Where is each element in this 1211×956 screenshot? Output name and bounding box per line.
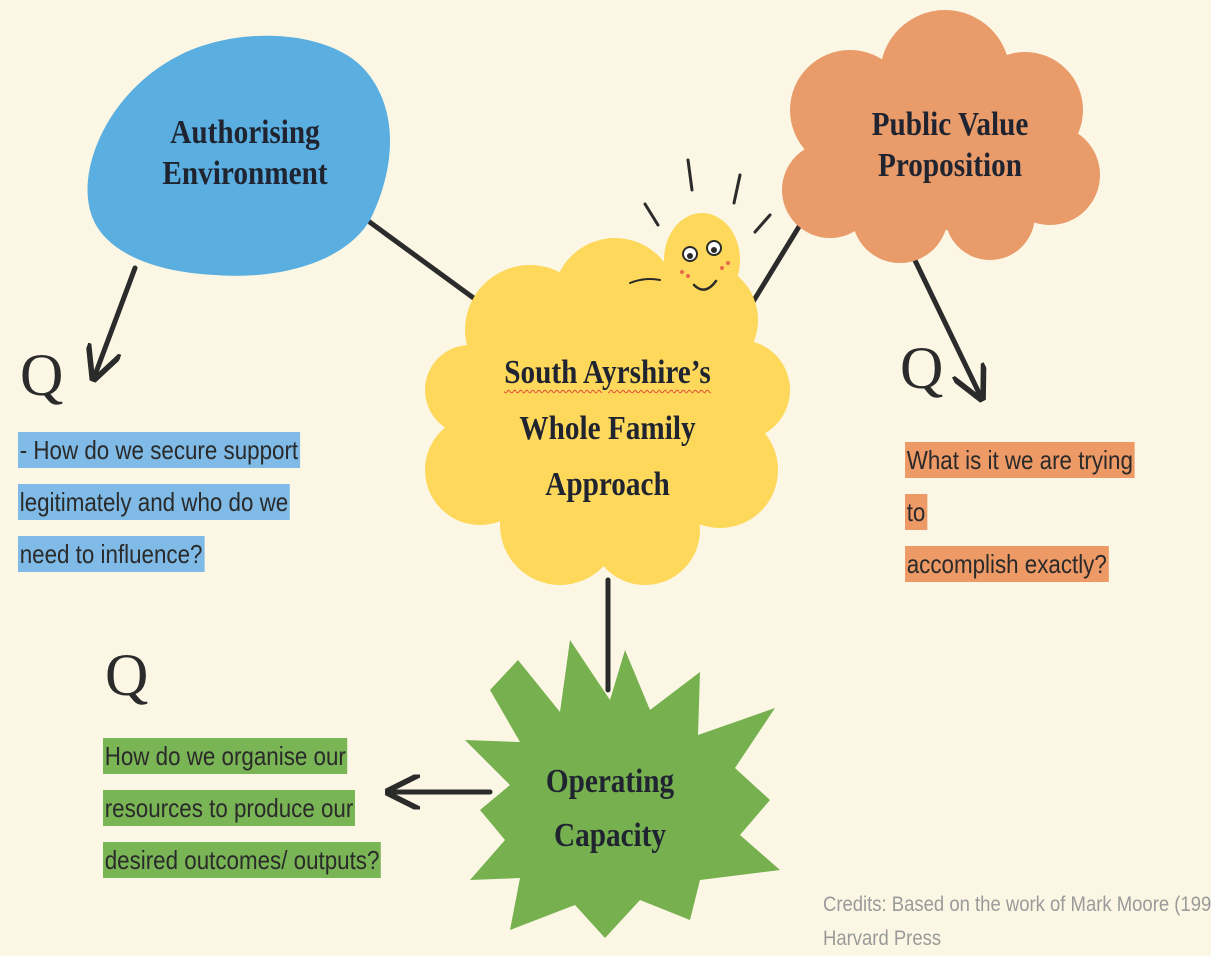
connector-authorising-center — [357, 212, 493, 313]
operating-starburst — [465, 640, 780, 938]
center-cloud — [425, 238, 790, 585]
operating-question-line1: How do we organise our — [103, 738, 348, 774]
operating-question-line3: desired outcomes/ outputs? — [103, 842, 382, 878]
authorising-q-mark: Q — [20, 342, 64, 408]
authorising-question-line3: need to influence? — [18, 536, 205, 572]
public-value-question-line2: accomplish exactly? — [905, 546, 1109, 582]
public-value-q-mark: Q — [900, 335, 944, 401]
public-value-cloud — [782, 10, 1100, 263]
credits-line1: Credits: Based on the work of Mark Moore… — [823, 893, 1211, 916]
center-title: South Ayrshire’s Whole Family Approach — [489, 345, 726, 513]
center-title-line1: South Ayrshire’s — [504, 354, 711, 391]
operating-question: How do we organise our resources to prod… — [103, 730, 382, 886]
arrow-publicvalue-question — [907, 247, 980, 395]
public-value-title-line2: Proposition — [877, 147, 1023, 185]
operating-title-line2: Capacity — [553, 817, 667, 855]
connector-publicvalue-center — [745, 222, 803, 313]
public-value-question-line1: What is it we are trying to — [905, 442, 1135, 530]
authorising-question-line1: - How do we secure support — [18, 432, 300, 468]
operating-title-line1: Operating — [545, 763, 675, 800]
operating-question-line2: resources to produce our — [103, 790, 356, 826]
authorising-title: Authorising Environment — [155, 112, 336, 195]
center-title-line2: Whole Family — [519, 410, 696, 448]
credits-line2: Harvard Press — [823, 927, 942, 950]
operating-q-mark: Q — [105, 642, 149, 708]
public-value-title-line1: Public Value — [871, 106, 1029, 143]
authorising-question: - How do we secure support legitimately … — [18, 424, 300, 580]
diagram-canvas — [0, 10, 1100, 938]
public-value-title: Public Value Proposition — [855, 104, 1044, 187]
operating-title: Operating Capacity — [524, 755, 696, 864]
sun-character — [629, 158, 772, 307]
arrow-authorising-question — [95, 265, 138, 375]
authorising-question-line2: legitimately and who do we — [18, 484, 290, 520]
public-value-question: What is it we are trying to accomplish e… — [905, 434, 1158, 590]
authorising-title-line1: Authorising — [170, 114, 320, 151]
authorising-title-line2: Environment — [162, 155, 328, 193]
center-title-line3: Approach — [545, 466, 670, 504]
credits: Credits: Based on the work of Mark Moore… — [823, 888, 1211, 950]
authorising-blob — [87, 35, 390, 276]
